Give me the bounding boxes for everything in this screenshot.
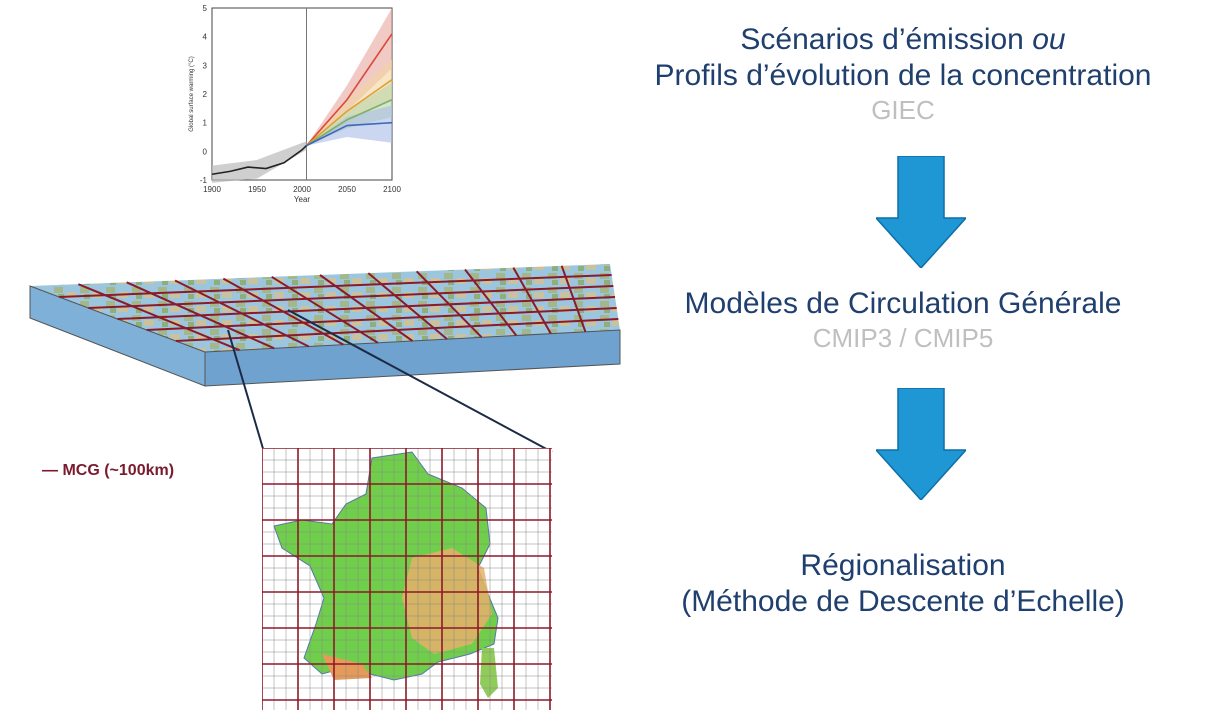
emission-title: Scénarios d’émission ou bbox=[600, 22, 1206, 58]
x-axis-label: Year bbox=[294, 195, 311, 204]
x-tick-label: 2050 bbox=[338, 185, 356, 194]
concentration-title: Profils d’évolution de la concentration bbox=[654, 59, 1152, 92]
gcm-title: Modèles de Circulation Générale bbox=[684, 287, 1122, 320]
y-tick-label: -1 bbox=[200, 176, 208, 185]
y-tick-label: 5 bbox=[203, 4, 208, 13]
giec-label: GIEC bbox=[871, 95, 935, 125]
y-tick-label: 0 bbox=[203, 147, 208, 156]
down-arrow-icon bbox=[876, 156, 966, 268]
series-line-2 bbox=[305, 79, 393, 147]
series-line-0 bbox=[211, 145, 308, 176]
step-gcm: Modèles de Circulation Générale CMIP3 / … bbox=[600, 286, 1206, 354]
france-map bbox=[262, 448, 552, 710]
step-emission-scenarios: Scénarios d’émission ou Profils d’évolut… bbox=[600, 22, 1206, 126]
france-grid bbox=[262, 448, 552, 710]
y-tick-label: 4 bbox=[203, 33, 208, 42]
y-tick-label: 1 bbox=[203, 119, 208, 128]
x-tick-label: 1900 bbox=[203, 185, 221, 194]
emission-title-main: Scénarios d’émission bbox=[740, 23, 1033, 56]
mcg-legend: — MCG (~100km) bbox=[42, 462, 175, 479]
y-axis-label: Global surface warming (°C) bbox=[189, 56, 195, 131]
x-tick-label: 1950 bbox=[248, 185, 266, 194]
series-line-1 bbox=[305, 33, 393, 147]
uncertainty-band-2 bbox=[306, 82, 392, 146]
gcm-grid-slab bbox=[29, 264, 621, 387]
series-line-3 bbox=[306, 99, 393, 147]
historical-band bbox=[212, 141, 307, 183]
grid-line bbox=[59, 274, 612, 298]
grid-line bbox=[88, 285, 614, 309]
y-tick-label: 3 bbox=[203, 61, 208, 70]
corsica bbox=[480, 648, 498, 698]
uncertainty-band-1 bbox=[306, 59, 392, 146]
emission-title-or: ou bbox=[1032, 23, 1066, 56]
x-tick-label: 2000 bbox=[293, 185, 311, 194]
y-tick-label: 2 bbox=[203, 90, 208, 99]
down-arrow-icon bbox=[876, 388, 966, 500]
x-tick-label: 2100 bbox=[383, 185, 401, 194]
series-line-4 bbox=[306, 121, 393, 147]
grid-line bbox=[117, 296, 616, 320]
downscaling-title: (Méthode de Descente d’Echelle) bbox=[681, 585, 1125, 618]
regionalisation-title: Régionalisation bbox=[800, 549, 1006, 582]
step-regionalisation: Régionalisation (Méthode de Descente d’E… bbox=[600, 548, 1206, 620]
cmip-label: CMIP3 / CMIP5 bbox=[812, 323, 994, 353]
